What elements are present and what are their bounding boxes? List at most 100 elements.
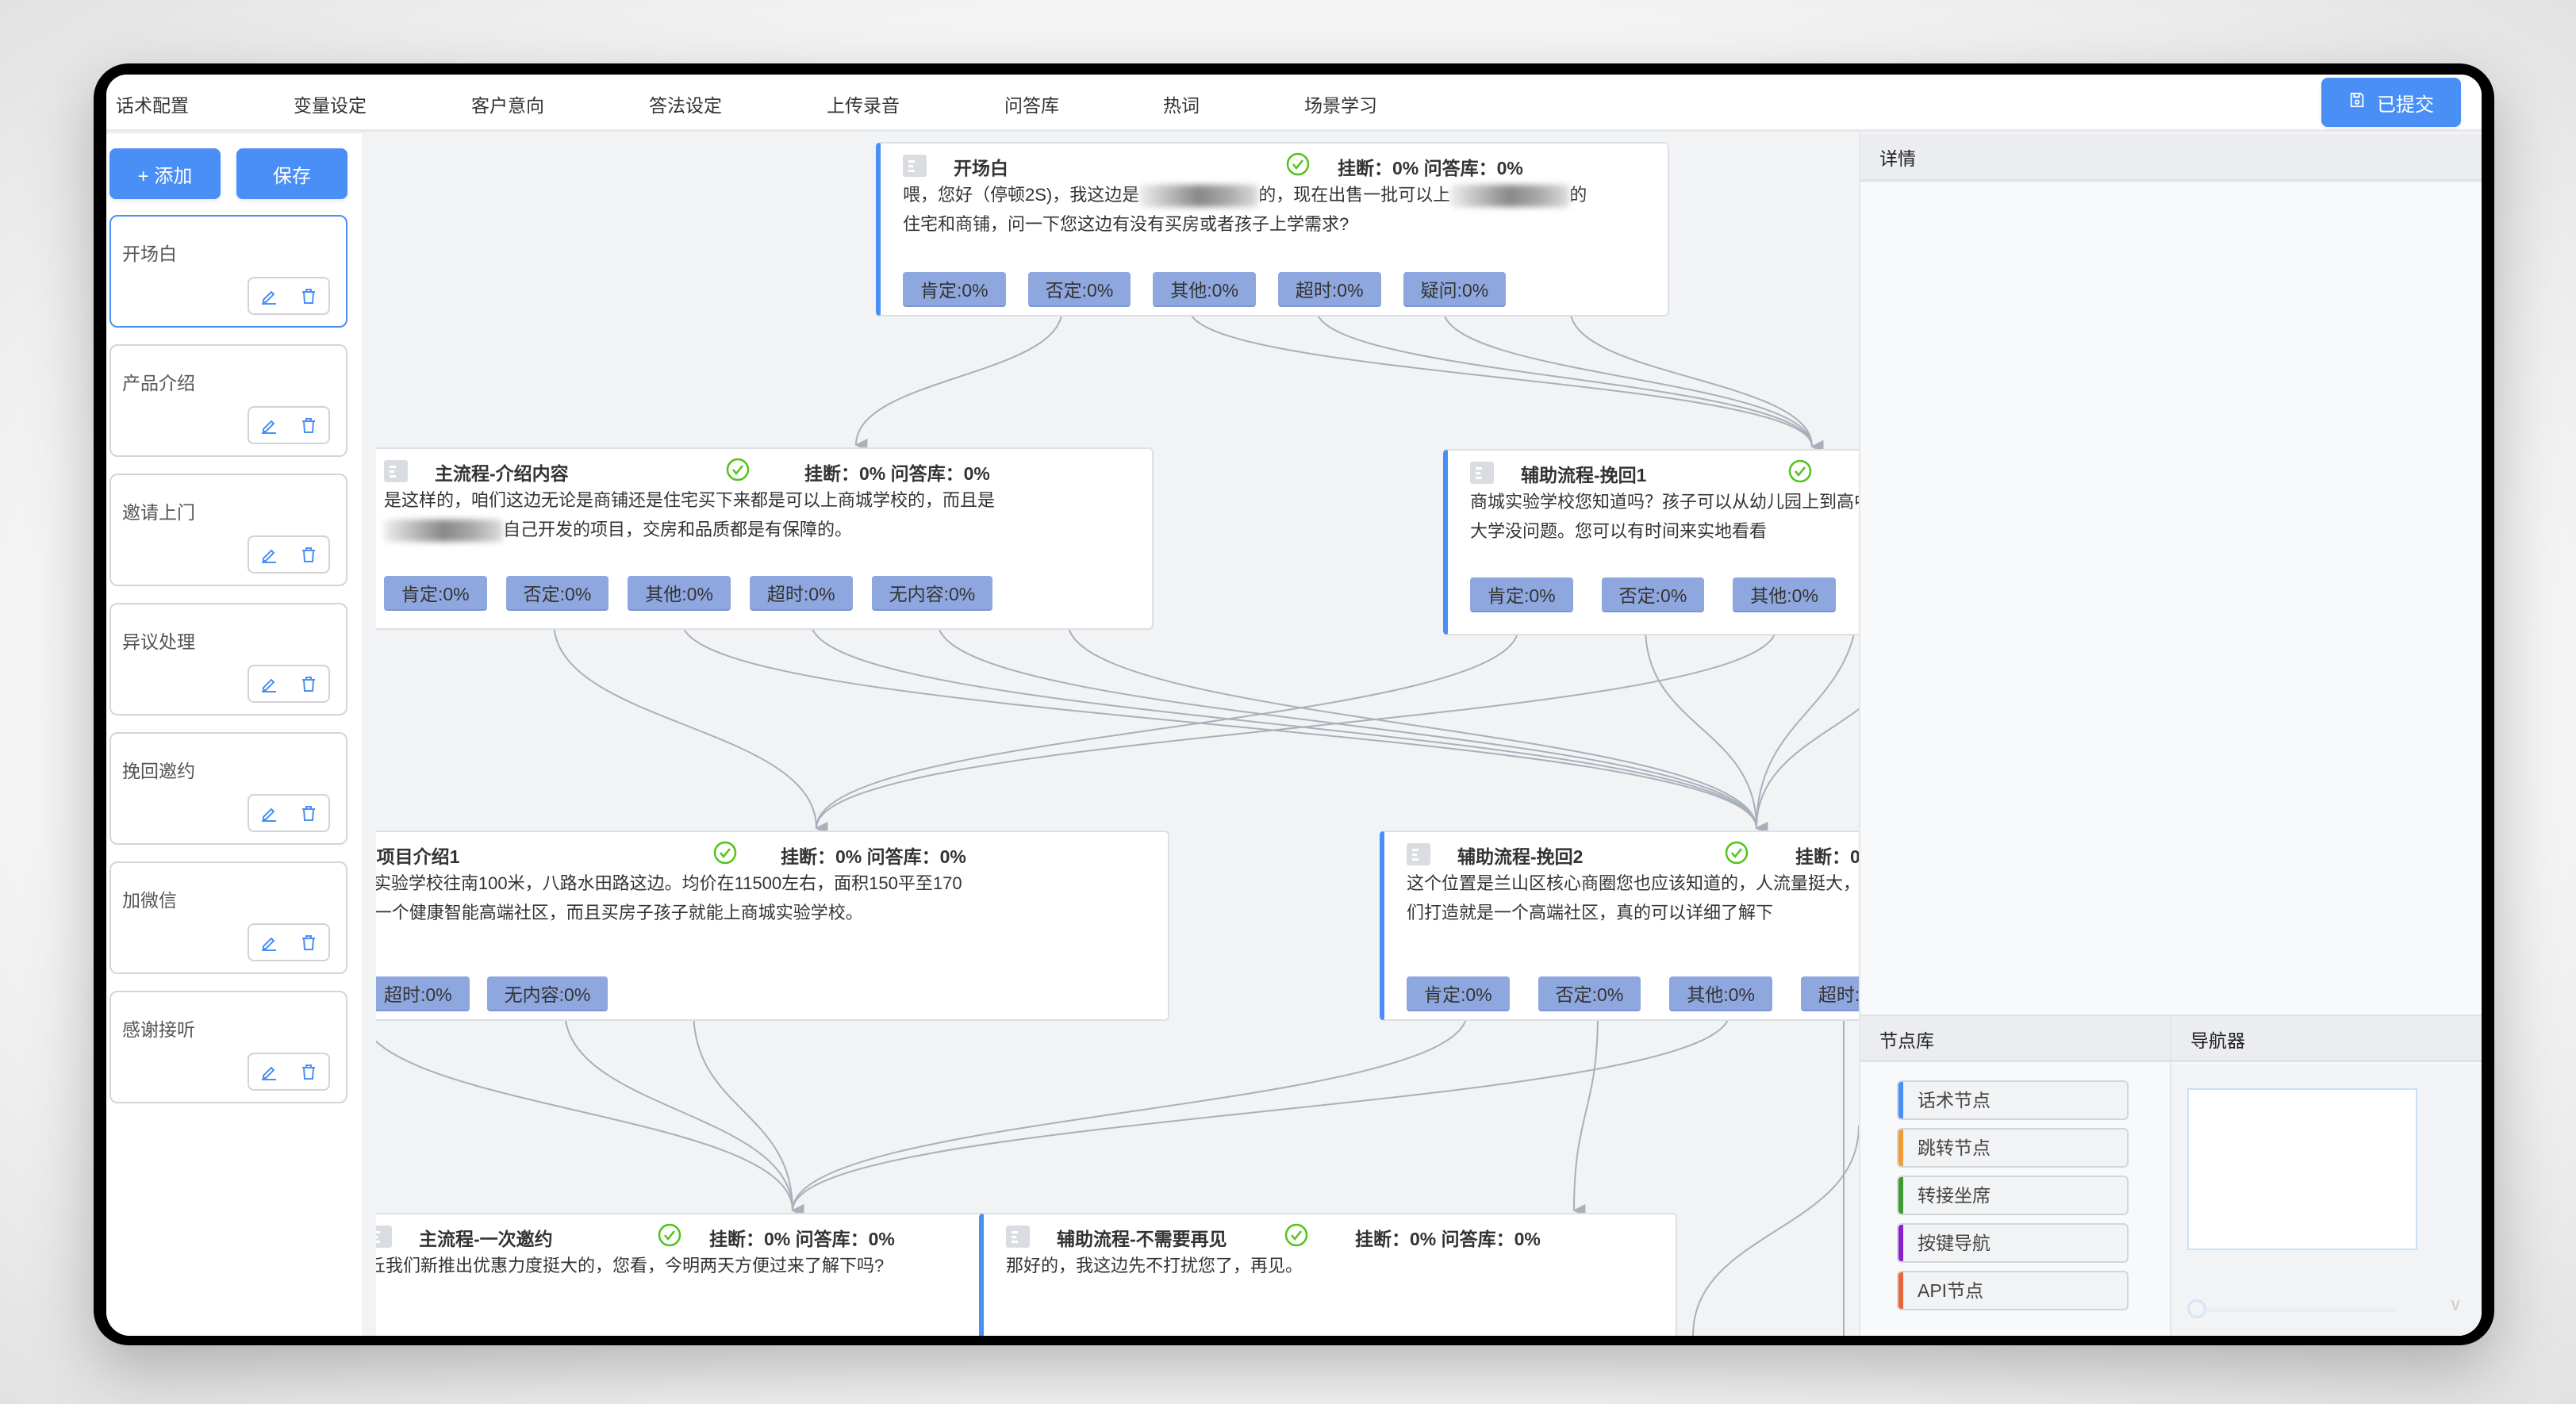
node-library-item[interactable]: API节点 [1897, 1271, 2129, 1310]
node-header: 主流程-介绍内容挂断：0% 问答库：0% [384, 454, 1144, 485]
branch-tag[interactable]: 超时:0% [749, 576, 853, 611]
node-library-item[interactable]: 转接坐席 [1897, 1176, 2129, 1215]
node-stats: 挂断：0% 问答库：0% [804, 463, 990, 484]
redacted-text [1450, 185, 1570, 208]
branch-tag[interactable]: 肯定:0% [1407, 976, 1510, 1011]
edit-icon[interactable] [259, 286, 279, 306]
script-item-label: 感谢接听 [122, 1019, 195, 1040]
script-item[interactable]: 感谢接听 [109, 991, 347, 1103]
node-script-text: 丘我们新推出优惠力度挺大的，您看，今明两天方便过来了解下吗? [376, 1256, 885, 1275]
node-header: 开场白挂断：0% 问答库：0% [903, 148, 1660, 180]
delete-icon[interactable] [298, 415, 319, 435]
chevron-down-icon[interactable]: ∨ [2449, 1295, 2463, 1314]
delete-icon[interactable] [298, 1061, 319, 1082]
branch-tag[interactable]: 否定:0% [505, 576, 609, 611]
branch-tag[interactable]: 超时:0% [1277, 272, 1381, 307]
flow-node[interactable]: 主流程-介绍内容挂断：0% 问答库：0%是这样的，咱们这边无论是商铺还是住宅买下… [376, 447, 1154, 630]
delete-icon[interactable] [298, 673, 319, 694]
redacted-text [384, 520, 503, 543]
tab-script-config[interactable]: 话术配置 [116, 95, 189, 116]
edit-icon[interactable] [259, 415, 279, 435]
branch-tag[interactable]: 肯定:0% [1470, 577, 1573, 612]
tab-variable-settings[interactable]: 变量设定 [294, 95, 367, 116]
flow-edge [1188, 308, 1824, 453]
delete-icon[interactable] [298, 544, 319, 565]
edit-icon[interactable] [259, 932, 279, 953]
flow-node[interactable]: 辅助流程-不需要再见挂断：0% 问答库：0%那好的，我这边先不打扰您了，再见。 [979, 1213, 1677, 1336]
node-title: 辅助流程-挽回1 [1521, 465, 1647, 485]
edit-icon[interactable] [259, 673, 279, 694]
save-button[interactable]: 保存 [236, 148, 347, 199]
node-library-title: 节点库 [1879, 1030, 1934, 1051]
node-script-text: 喂，您好（停顿2S)，我这边是的，现在出售一批可以上的住宅和商铺，问一下您这边有… [903, 185, 1587, 234]
node-library-item[interactable]: 话术节点 [1897, 1080, 2129, 1120]
script-item[interactable]: 挽回邀约 [109, 732, 347, 845]
tab-answer-settings[interactable]: 答法设定 [649, 95, 722, 116]
script-item-actions [248, 406, 330, 444]
edit-icon[interactable] [259, 803, 279, 823]
script-item[interactable]: 产品介绍 [109, 344, 347, 457]
branch-tag[interactable]: 否定:0% [1601, 577, 1705, 612]
branch-tag[interactable]: 无内容:0% [486, 976, 608, 1011]
tab-hotwords[interactable]: 热词 [1163, 95, 1200, 116]
zoom-slider-track[interactable] [2206, 1307, 2397, 1312]
delete-icon[interactable] [298, 286, 319, 306]
flow-node[interactable]: 辅助流程-挽回1挂断：0% 问商城实验学校您知道吗？孩子可以从幼儿园上到高中毕业… [1443, 449, 1859, 635]
navigator-viewport[interactable] [2187, 1088, 2417, 1250]
node-title: 程-项目介绍1 [376, 846, 460, 867]
tab-customer-intent[interactable]: 客户意向 [471, 95, 544, 116]
branch-tag[interactable]: 肯定:0% [903, 272, 1006, 307]
tab-upload-recording[interactable]: 上传录音 [827, 95, 900, 116]
branch-tag[interactable]: 否定:0% [1538, 976, 1641, 1011]
branch-tag[interactable]: 否定:0% [1027, 272, 1131, 307]
flow-edges [376, 308, 1859, 1336]
top-nav: 话术配置 变量设定 客户意向 答法设定 上传录音 问答库 热词 场景学习 已提交 [106, 75, 2482, 132]
node-library-item[interactable]: 跳转节点 [1897, 1128, 2129, 1168]
script-item[interactable]: 异议处理 [109, 603, 347, 715]
delete-icon[interactable] [298, 803, 319, 823]
branch-tag[interactable]: 疑问:0% [1403, 272, 1507, 307]
node-branch-tags: 肯定:0%否定:0%其他:0%超时:0% [1470, 577, 1859, 612]
flow-canvas[interactable]: 开场白挂断：0% 问答库：0% 喂，您好（停顿2S)，我这边是的，现在出售一批可以… [376, 134, 1859, 1336]
add-button[interactable]: + 添加 [109, 148, 221, 199]
script-item[interactable]: 开场白 [109, 215, 347, 328]
branch-tag[interactable]: 肯定:0% [384, 576, 487, 611]
branch-tag[interactable]: 其他:0% [628, 576, 731, 611]
document-icon [1407, 843, 1430, 865]
flow-node[interactable]: 主流程-一次邀约挂断：0% 问答库：0%丘我们新推出优惠力度挺大的，您看，今明两… [376, 1213, 1066, 1336]
check-circle-icon [1284, 1222, 1309, 1248]
script-item-label: 加微信 [122, 890, 177, 911]
edit-icon[interactable] [259, 544, 279, 565]
branch-tag[interactable]: 其他:0% [1669, 976, 1772, 1011]
flow-edge [564, 1010, 804, 1217]
document-icon [1470, 462, 1494, 484]
flow-node[interactable]: 开场白挂断：0% 问答库：0% 喂，您好（停顿2S)，我这边是的，现在出售一批可以… [876, 142, 1669, 316]
node-library-item[interactable]: 按键导航 [1897, 1223, 2129, 1263]
app-window: 话术配置 变量设定 客户意向 答法设定 上传录音 问答库 热词 场景学习 已提交… [106, 75, 2482, 1336]
node-title: 辅助流程-挽回2 [1457, 846, 1584, 867]
branch-tag[interactable]: 超时:0% [1800, 976, 1859, 1011]
branch-tag[interactable]: 其他:0% [1153, 272, 1256, 307]
script-item-label: 邀请上门 [122, 502, 195, 523]
navigator-header: 导航器 [2171, 1015, 2482, 1062]
branch-tag[interactable]: 其他:0% [1733, 577, 1836, 612]
tab-qa-library[interactable]: 问答库 [1004, 95, 1059, 116]
branch-tag[interactable]: 无内容:0% [871, 576, 993, 611]
flow-edge [1645, 627, 1768, 834]
edit-icon[interactable] [259, 1061, 279, 1082]
flow-edge [1755, 708, 1859, 835]
tab-scene-learning[interactable]: 场景学习 [1304, 95, 1377, 116]
zoom-slider-handle[interactable] [2187, 1299, 2206, 1318]
script-item[interactable]: 加微信 [109, 861, 347, 974]
delete-icon[interactable] [298, 932, 319, 953]
submit-button[interactable]: 已提交 [2321, 78, 2461, 127]
branch-tag[interactable]: 超时:0% [376, 976, 470, 1011]
node-script-text: 这个位置是兰山区核心商圈您也应该知道的，人流量挺大，配套也彳们打造就是一个高端社… [1407, 873, 1859, 923]
script-item[interactable]: 邀请上门 [109, 474, 347, 586]
flow-edge [1442, 308, 1824, 453]
script-item-label: 挽回邀约 [122, 761, 195, 781]
